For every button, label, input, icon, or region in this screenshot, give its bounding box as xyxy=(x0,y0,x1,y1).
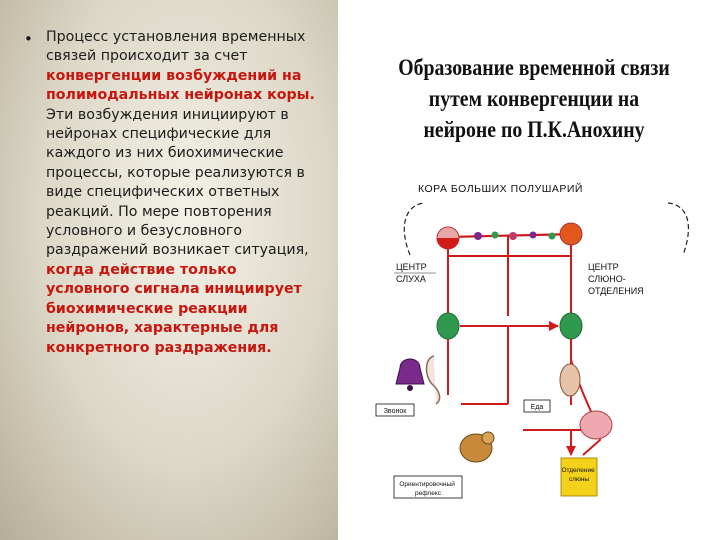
convergence-diagram: КОРА БОЛЬШИХ ПОЛУШАРИЙ xyxy=(375,182,690,499)
highlighted-text-segment: когда действие только условного сигнала … xyxy=(46,261,302,356)
orienting-reflex-label: Ориентировочный рефлекс xyxy=(399,480,456,497)
sound-stimulus-box xyxy=(375,403,415,417)
saliva-label: Отделение слюны xyxy=(561,467,596,483)
interneuron-dot xyxy=(529,231,537,239)
hearing-center-label: ЦЕНТР СЛУХА xyxy=(396,262,429,284)
salivation-center-label: ЦЕНТР СЛЮНО- ОТДЕЛЕНИЯ xyxy=(588,262,644,296)
saliva-box xyxy=(560,457,598,497)
dog-icon xyxy=(459,431,495,463)
text-panel: • Процесс установления временных связей … xyxy=(0,0,338,540)
diagram-panel: Образование временной связи путем конвер… xyxy=(338,0,720,540)
bell-icon xyxy=(395,358,425,391)
text-segment: Эти возбуждения инициируют в нейронах сп… xyxy=(46,106,309,259)
slide-body-text: Процесс установления временных связей пр… xyxy=(46,28,321,358)
cortex-outline xyxy=(403,202,690,256)
dog-face-icon xyxy=(559,363,581,397)
auditory-cortex-neuron-fill xyxy=(437,238,459,249)
diagram-title: Образование временной связи путем конвер… xyxy=(398,55,670,142)
subcortical-auditory-neuron xyxy=(436,312,460,340)
interneuron-dot xyxy=(509,232,517,240)
sound-stimulus-label: Звонок xyxy=(384,408,408,415)
salivary-cortex-neuron xyxy=(559,222,583,246)
interneuron-dot xyxy=(548,232,556,240)
highlighted-text-segment: конвергенции возбуждений на полимодальны… xyxy=(46,67,315,104)
food-stimulus-box xyxy=(523,399,551,413)
ear-icon xyxy=(425,355,441,405)
bullet-marker: • xyxy=(24,30,33,48)
subcortical-salivary-neuron xyxy=(559,312,583,340)
text-segment: Процесс установления временных связей пр… xyxy=(46,29,306,65)
salivary-gland-icon xyxy=(579,410,613,440)
interneuron-dot xyxy=(491,231,499,239)
orienting-reflex-box xyxy=(393,475,463,499)
food-stimulus-label: Еда xyxy=(531,404,544,411)
cortex-label: КОРА БОЛЬШИХ ПОЛУШАРИЙ xyxy=(418,182,583,195)
interneuron-dot xyxy=(474,232,482,240)
